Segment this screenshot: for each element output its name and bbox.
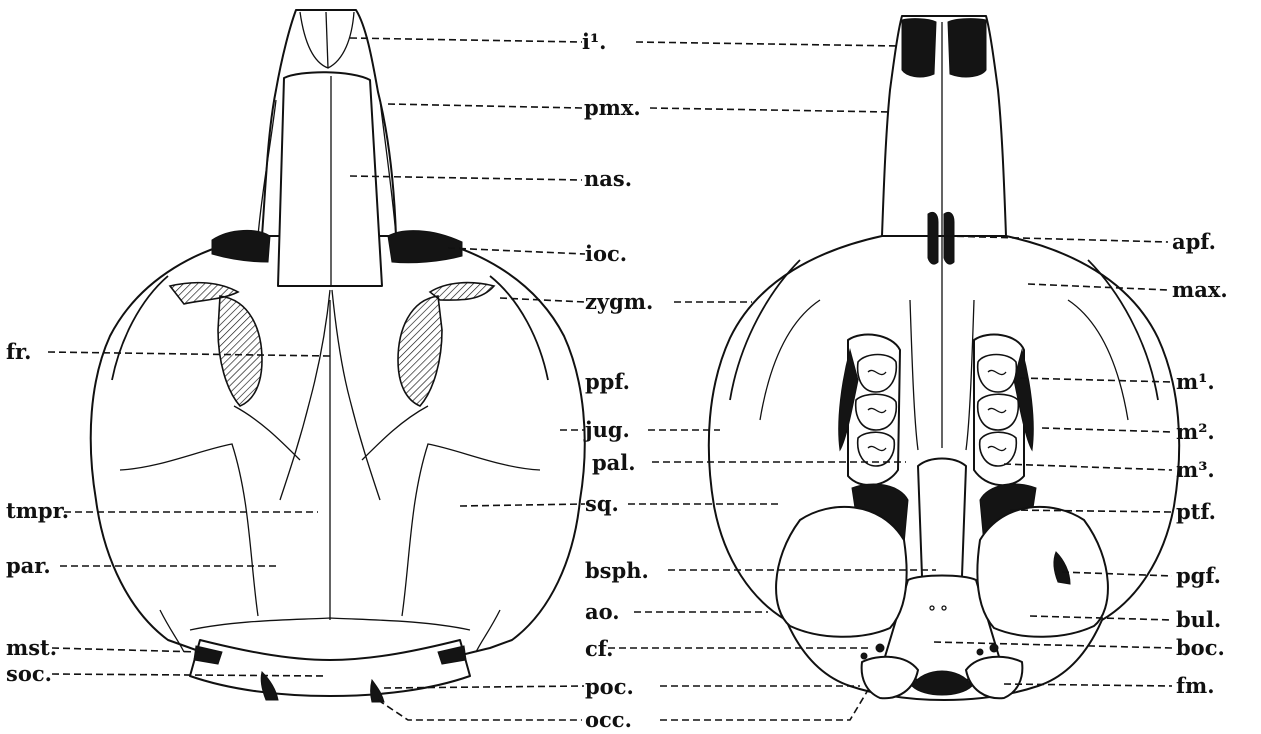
label-pgf: pgf. (1176, 563, 1221, 588)
label-apf: apf. (1172, 229, 1216, 254)
label-ioc: ioc. (585, 241, 627, 266)
label-pmx: pmx. (584, 95, 641, 120)
center-labels: i¹. pmx. nas. ioc. zygm. ppf. jug. pal. … (582, 29, 653, 732)
label-bsph: bsph. (585, 558, 649, 583)
label-bul: bul. (1176, 607, 1221, 632)
label-mst: mst. (6, 635, 57, 660)
label-i1: i¹. (582, 29, 607, 54)
label-zygm: zygm. (585, 289, 653, 314)
left-labels: fr. tmpr. par. mst. soc. (6, 339, 69, 686)
ventral-view-skull (709, 16, 1179, 700)
label-ppf: ppf. (585, 369, 630, 394)
label-soc: soc. (6, 661, 52, 686)
label-m3: m³. (1176, 457, 1215, 482)
dorsal-view-skull (91, 10, 585, 702)
right-labels: apf. max. m¹. m². m³. ptf. pgf. bul. boc… (1172, 229, 1228, 698)
label-poc: poc. (585, 674, 634, 699)
label-par: par. (6, 553, 51, 578)
label-ao: ao. (585, 599, 620, 624)
label-m1: m¹. (1176, 369, 1215, 394)
label-max: max. (1172, 277, 1228, 302)
label-cf: cf. (585, 636, 613, 661)
label-boc: boc. (1176, 635, 1225, 660)
label-nas: nas. (584, 166, 632, 191)
label-m2: m². (1176, 419, 1215, 444)
label-fm: fm. (1176, 673, 1215, 698)
label-sq: sq. (585, 491, 619, 516)
label-jug: jug. (583, 417, 630, 442)
label-occ: occ. (585, 707, 632, 732)
label-pal: pal. (592, 450, 636, 475)
label-tmpr: tmpr. (6, 498, 69, 523)
label-ptf: ptf. (1176, 499, 1216, 524)
label-fr: fr. (6, 339, 31, 364)
